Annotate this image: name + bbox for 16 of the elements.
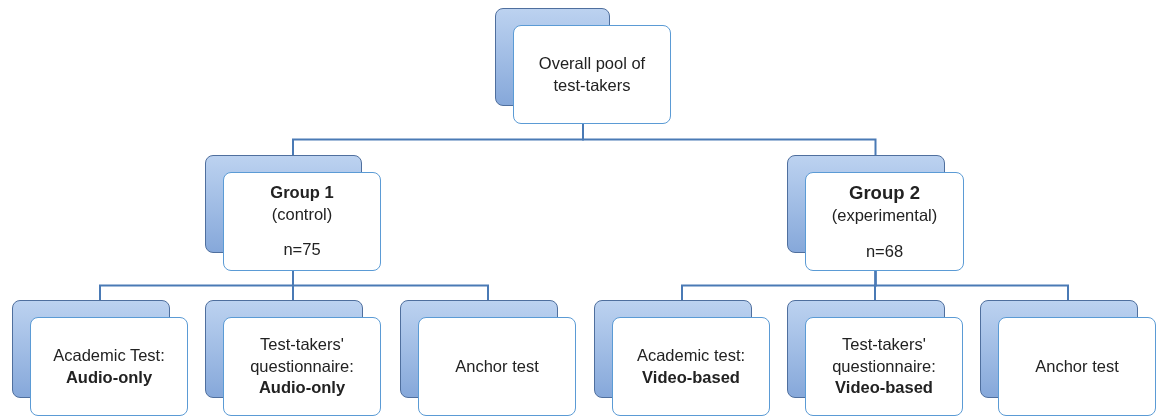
card-label: Academic test: Video-based xyxy=(635,345,747,388)
card-label: Test-takers' questionnaire: Video-based xyxy=(831,334,937,399)
card-label: Academic Test: Audio-only xyxy=(52,345,166,388)
connector-line xyxy=(874,270,1069,301)
card-label: Anchor test xyxy=(455,355,539,377)
card-label: Anchor test xyxy=(1035,355,1119,377)
group-heading: Group 1 xyxy=(270,182,334,204)
sample-size: n=75 xyxy=(283,239,321,261)
connector-line xyxy=(292,270,489,301)
group-heading: Group 2 xyxy=(849,181,920,206)
connector-line xyxy=(582,123,877,156)
sample-size: n=68 xyxy=(865,240,904,262)
card-label: Test-takers' questionnaire: Audio-only xyxy=(249,334,355,399)
group-subtitle: (experimental) xyxy=(831,205,938,227)
group-subtitle: (control) xyxy=(271,203,333,225)
card-label: Overall pool of test-takers xyxy=(537,53,647,96)
